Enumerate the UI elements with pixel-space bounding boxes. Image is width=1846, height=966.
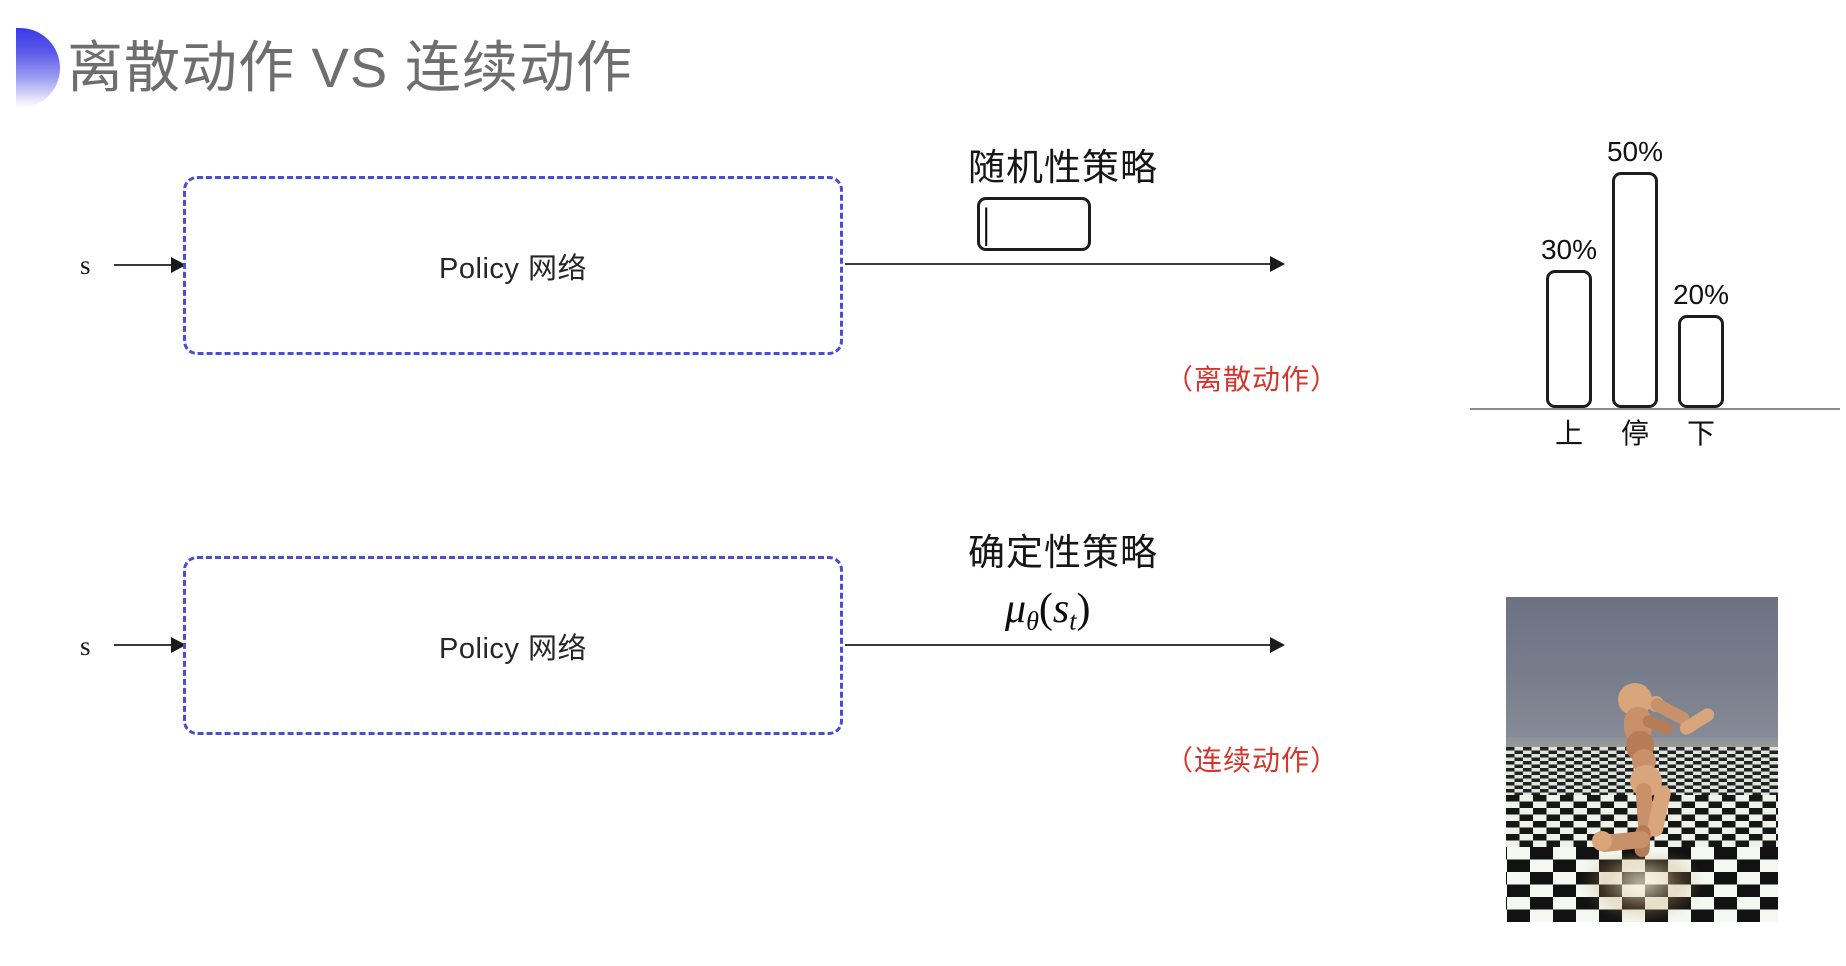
half-circle-gradient-bullet-icon [16, 28, 60, 108]
page-title: 离散动作 VS 连续动作 [67, 36, 633, 99]
bar-value-2: 20% [1672, 279, 1730, 310]
bar-category-0: 上 [1554, 418, 1584, 449]
arrow-head [1270, 637, 1285, 653]
humanoid-heel [1592, 831, 1612, 851]
bar-2 [1678, 315, 1724, 408]
chart-baseline-axis [1470, 408, 1840, 410]
arrow-policy-to-output-discrete [845, 255, 1285, 273]
bar-group-2: 20% 下 [1673, 120, 1729, 449]
bar-value-0: 30% [1540, 234, 1598, 265]
arrow-shaft [114, 644, 174, 646]
formula-mu: μ [1005, 586, 1027, 632]
formula-given-bar: | [977, 197, 1091, 252]
policy-network-label: Policy 网络 [439, 252, 587, 285]
formula-theta: θ [1026, 606, 1039, 636]
formula-s: s [1052, 586, 1070, 632]
arrow-policy-to-output-continuous [845, 636, 1285, 654]
bar-group-0: 30% 上 [1541, 120, 1597, 449]
arrow-state-to-policy-continuous [114, 636, 186, 654]
action-note-continuous: （连续动作） [1165, 745, 1340, 776]
humanoid-simulation-image [1506, 597, 1778, 922]
formula-stochastic-policy: πθ(at|st) [977, 197, 1091, 252]
arrow-head [1270, 256, 1285, 272]
bar-category-1: 停 [1620, 418, 1650, 449]
formula-s-sub: t [1069, 606, 1077, 636]
bar-0 [1546, 270, 1592, 408]
action-probability-bar-chart: 30% 上 50% 停 20% 下 [1470, 120, 1840, 449]
policy-network-label: Policy 网络 [439, 632, 587, 665]
policy-network-box-continuous[interactable]: Policy 网络 [183, 556, 843, 735]
arrow-state-to-policy-discrete [114, 256, 186, 274]
formula-deterministic-policy: μθ(st) [1005, 585, 1090, 636]
bar-category-2: 下 [1686, 418, 1716, 449]
sim-floor-reflection [1582, 857, 1702, 922]
arrow-shaft [845, 644, 1273, 646]
bar-value-1: 50% [1606, 136, 1664, 167]
state-label-continuous: s [80, 631, 91, 661]
policy-kind-deterministic: 确定性策略 [968, 532, 1158, 573]
formula-close-paren: ) [1076, 586, 1091, 632]
policy-network-box-discrete[interactable]: Policy 网络 [183, 176, 843, 355]
arrow-shaft [114, 264, 174, 266]
formula-open-paren: ( [1038, 586, 1053, 632]
arrow-head [171, 637, 186, 653]
bottom-edge-strip [0, 958, 1846, 966]
state-label-discrete: s [80, 250, 91, 280]
arrow-head [171, 257, 186, 273]
bar-group-1: 50% 停 [1607, 120, 1663, 449]
action-note-discrete: （离散动作） [1165, 364, 1340, 395]
bar-1 [1612, 172, 1658, 408]
arrow-shaft [845, 263, 1273, 265]
policy-kind-stochastic: 随机性策略 [968, 147, 1158, 188]
